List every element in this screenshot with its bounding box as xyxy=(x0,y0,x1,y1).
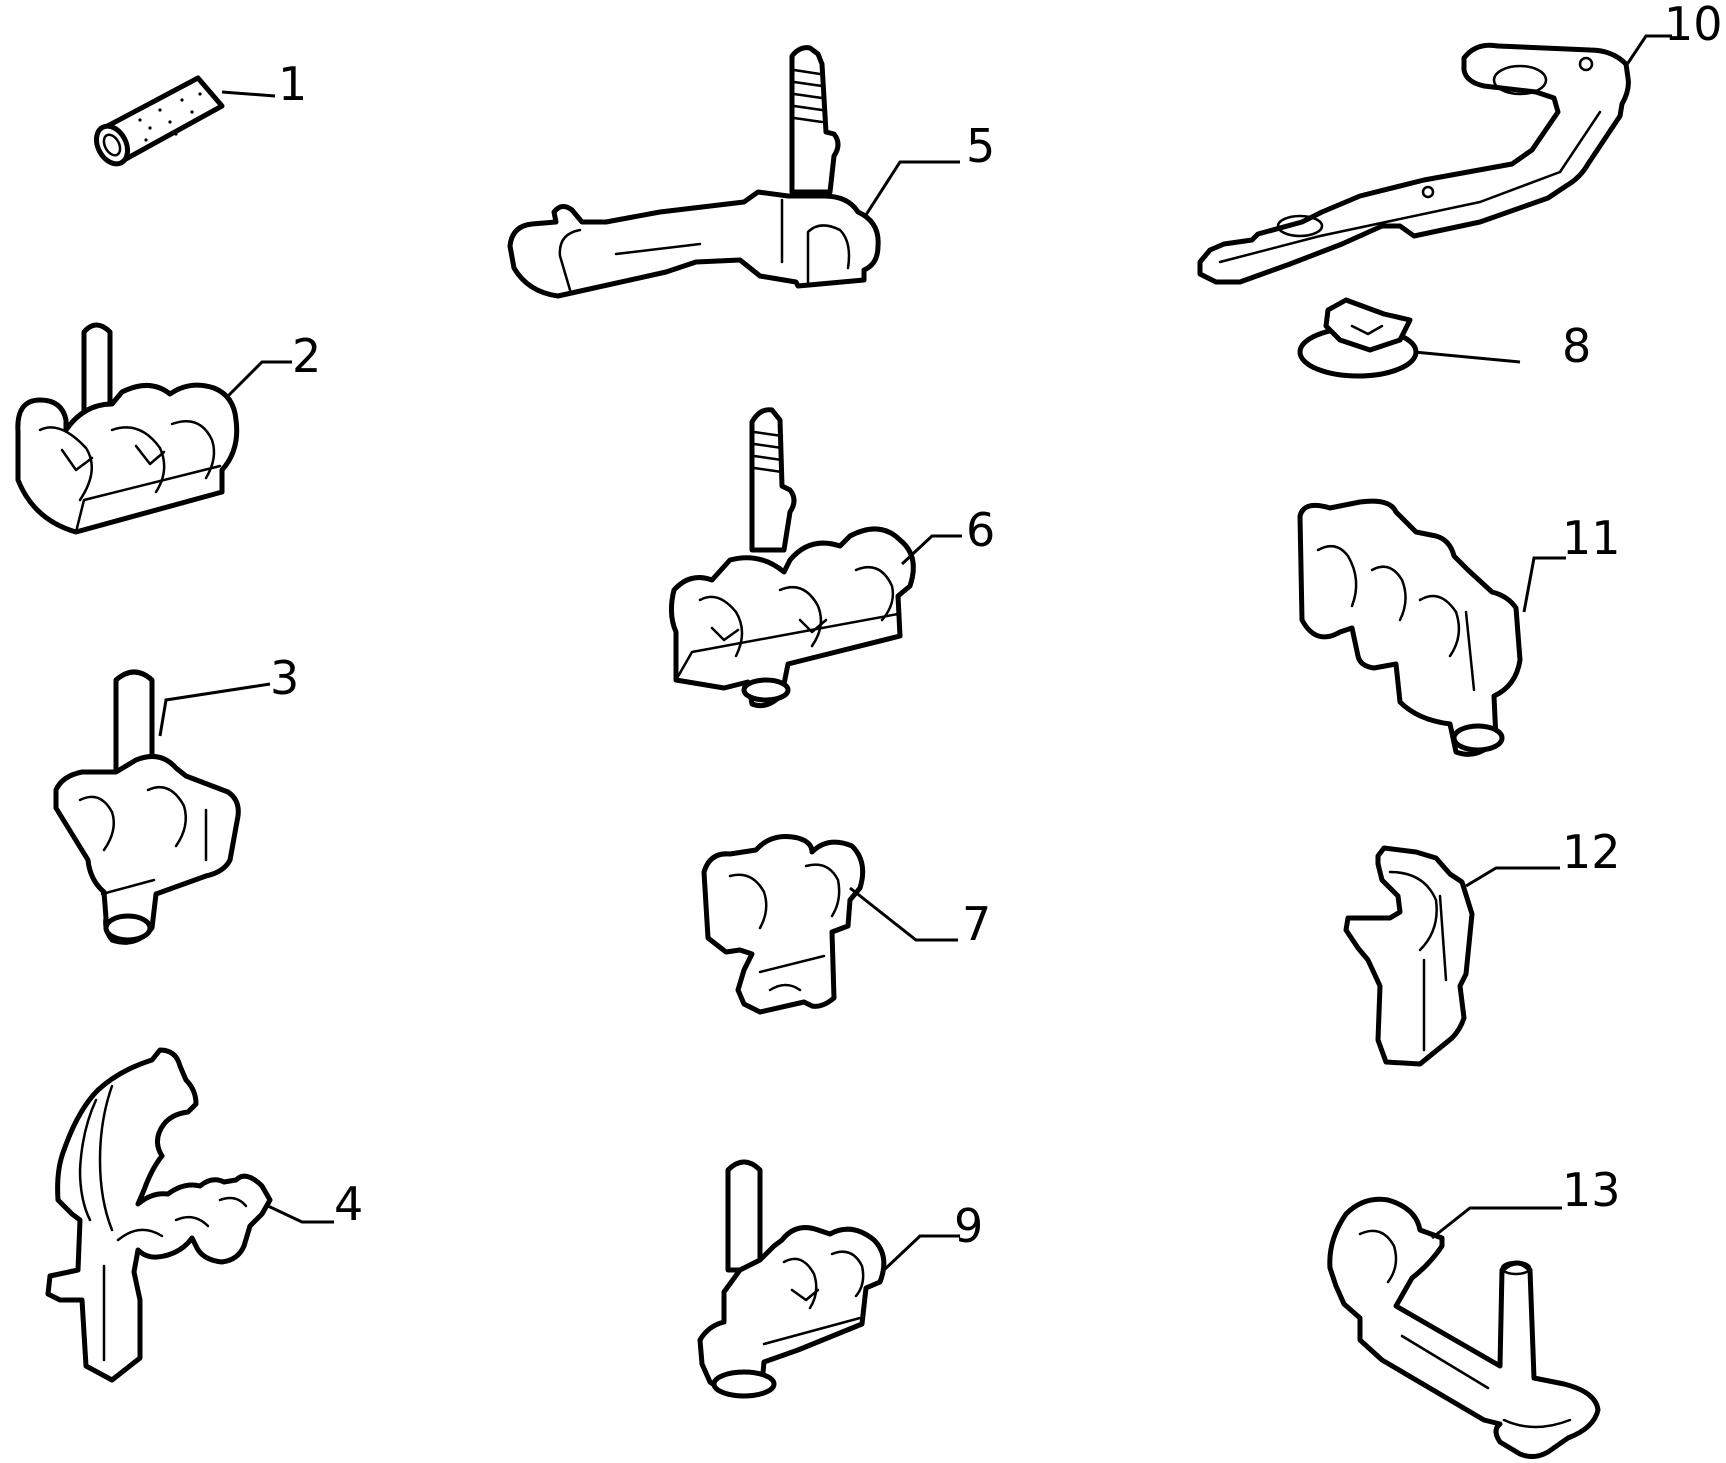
callout-label-12: 12 xyxy=(1562,825,1621,879)
leader-line-10 xyxy=(1624,34,1672,67)
leader-line-6 xyxy=(900,534,962,566)
callout-label-6: 6 xyxy=(966,503,995,557)
callout-label-5: 5 xyxy=(966,119,995,173)
leader-line-4 xyxy=(267,1204,334,1224)
double-pipe-clip-with-pin-icon xyxy=(53,669,241,945)
callout-label-1: 1 xyxy=(278,57,307,111)
callout-label-2: 2 xyxy=(292,329,321,383)
triple-pipe-clip-with-pin-icon xyxy=(15,322,240,535)
leader-line-7 xyxy=(849,886,958,942)
double-pipe-clip-icon xyxy=(701,834,866,1015)
leader-line-2 xyxy=(226,360,292,398)
callout-label-10: 10 xyxy=(1664,0,1723,51)
leader-line-12 xyxy=(1465,866,1560,888)
double-pipe-clip-with-pin-icon xyxy=(697,1159,887,1399)
pipe-clip-with-arm-icon xyxy=(1327,1196,1601,1460)
leader-line-8 xyxy=(1413,350,1521,364)
bracket-with-stud-icon xyxy=(507,45,881,299)
multi-hook-pipe-clip-icon xyxy=(45,1047,273,1383)
disc-fastener-icon xyxy=(1297,297,1419,379)
triple-pipe-clip-icon xyxy=(1297,498,1523,757)
single-pipe-clip-icon xyxy=(1343,845,1475,1067)
callout-label-4: 4 xyxy=(334,1177,363,1231)
leader-line-9 xyxy=(882,1234,960,1272)
sleeve-tube-icon xyxy=(93,75,225,167)
callout-label-3: 3 xyxy=(270,651,299,705)
callout-label-7: 7 xyxy=(962,897,991,951)
callout-label-13: 13 xyxy=(1562,1163,1621,1217)
leader-line-13 xyxy=(1431,1206,1562,1240)
callout-label-9: 9 xyxy=(954,1199,983,1253)
callout-label-8: 8 xyxy=(1562,319,1591,373)
flat-bracket-plate-icon xyxy=(1197,42,1631,285)
leader-line-3 xyxy=(158,682,271,737)
leader-line-11 xyxy=(1522,556,1566,613)
triple-pipe-clip-with-stud-icon xyxy=(668,407,916,709)
leader-line-5 xyxy=(862,160,960,219)
leader-line-1 xyxy=(221,90,276,98)
callout-label-11: 11 xyxy=(1562,511,1621,565)
